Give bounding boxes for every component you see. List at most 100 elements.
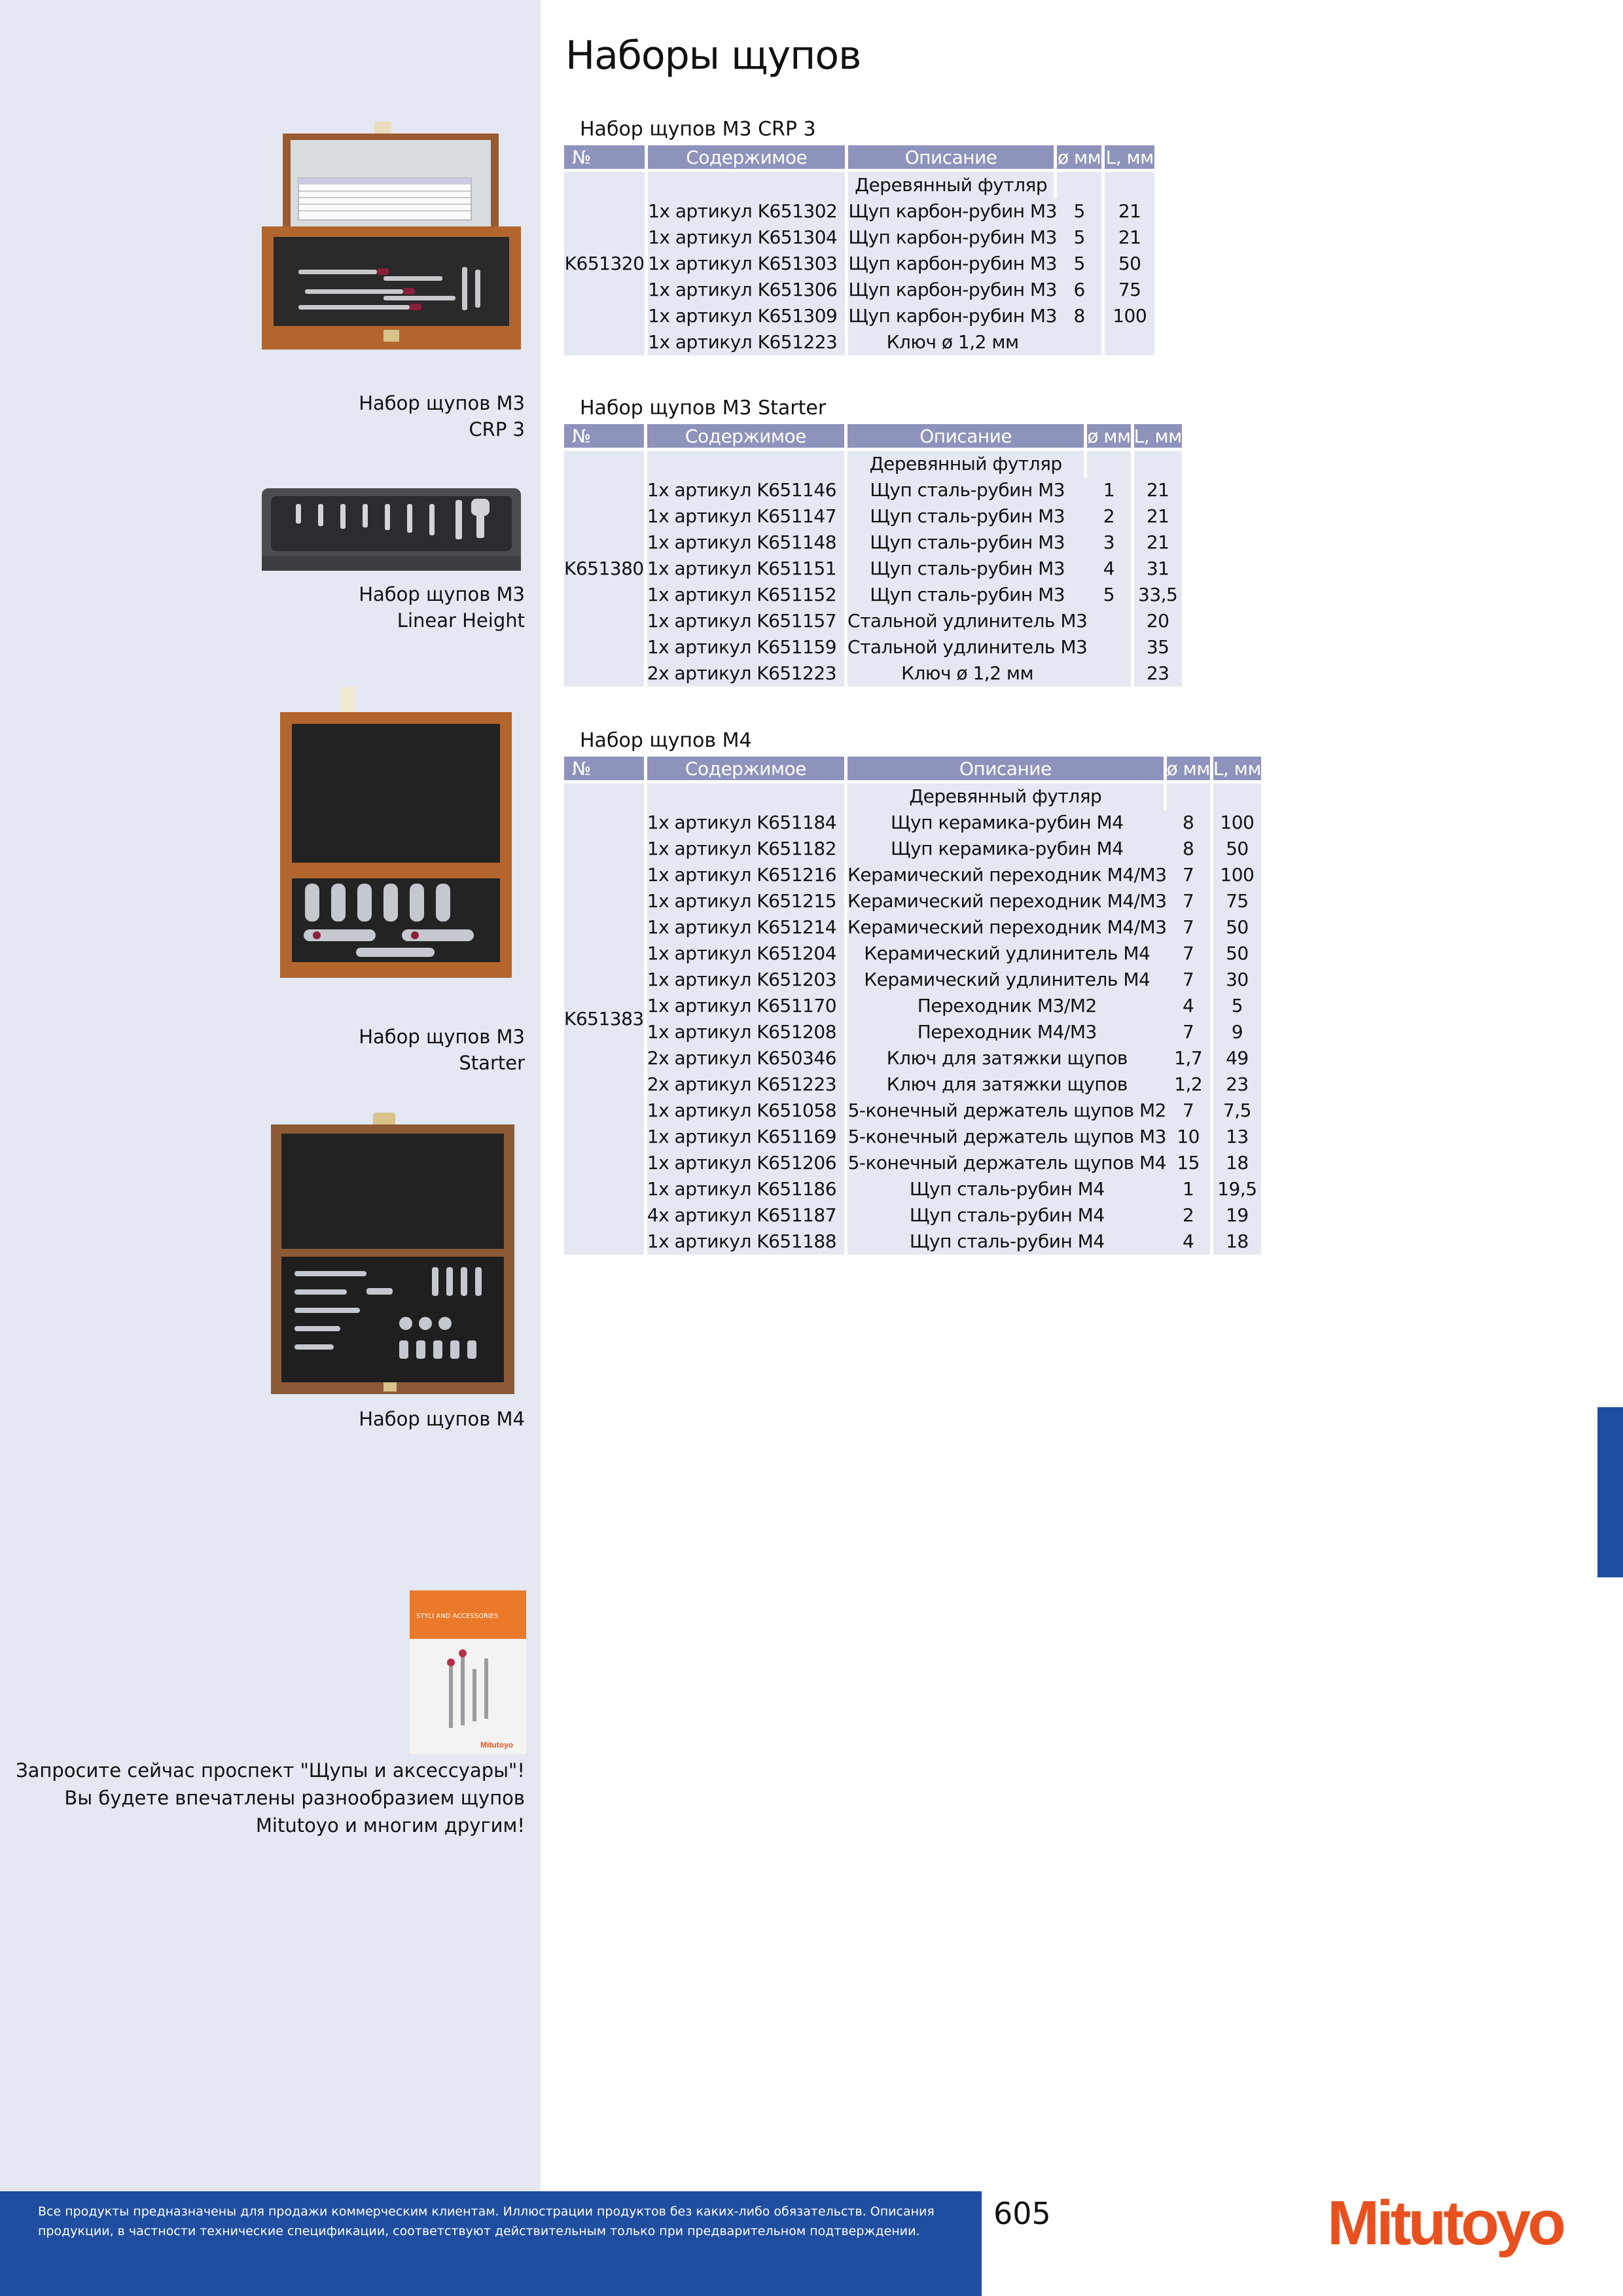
length-value: 13 <box>1226 1126 1249 1147</box>
length-value: 7,5 <box>1222 1100 1252 1121</box>
diameter-value: 1,7 <box>1174 1047 1203 1069</box>
set-code: K651383 <box>564 780 647 1255</box>
length-value <box>1134 451 1182 477</box>
diameter-value: 1,2 <box>1174 1073 1203 1095</box>
footer-disclaimer: Все продукты предназначены для продажи к… <box>38 2202 967 2241</box>
caption-linear-line1: Набор щупов M3 <box>359 583 525 605</box>
header-content: Содержимое <box>647 424 848 448</box>
description-cell: Деревянный футляр <box>847 780 1167 810</box>
caption-starter: Набор щупов M3 Starter <box>359 1024 525 1076</box>
diameter-value: 4 <box>1103 558 1115 579</box>
length-value <box>1105 172 1154 198</box>
diameter-value <box>1057 172 1101 198</box>
description-cell: 5-конечный держатель щупов M4 <box>847 1150 1167 1176</box>
description-cell: Керамический переходник M4/M3 <box>847 888 1167 914</box>
description-cell: Ключ ø 1,2 мм <box>848 329 1057 355</box>
diameter-value: 7 <box>1183 864 1194 886</box>
diameter-value: 7 <box>1183 890 1194 912</box>
brochure-brand: Mitutoyo <box>480 1740 513 1749</box>
footer-bar <box>0 2191 982 2296</box>
content-cell: 1x артикул K651148 <box>647 529 848 556</box>
side-tab-marker <box>1597 1407 1623 1577</box>
length-value: 9 <box>1231 1021 1243 1043</box>
diameter-value: 5 <box>1073 226 1085 248</box>
length-value: 21 <box>1146 505 1169 527</box>
diameter-value <box>1087 608 1130 634</box>
description-cell: Стальной удлинитель M3 <box>847 608 1088 634</box>
caption-starter-line1: Набор щупов M3 <box>359 1026 525 1048</box>
header-no: № <box>564 424 647 448</box>
description-cell: Керамический переходник M4/M3 <box>847 914 1167 941</box>
diameter-value: 7 <box>1183 942 1194 964</box>
description-cell: Стальной удлинитель M3 <box>847 634 1088 660</box>
promo-line3: Mitutoyo и многим другим! <box>255 1814 525 1837</box>
set-code: K651320 <box>564 169 649 355</box>
content-cell: 1x артикул K651170 <box>647 993 848 1019</box>
table-crp3: № Содержимое Описание ø мм L, мм K651320… <box>564 145 1154 355</box>
content-cell: 1x артикул K651208 <box>647 1019 848 1045</box>
length-value: 18 <box>1226 1230 1249 1252</box>
content-cell: 1x артикул K651058 <box>647 1098 848 1124</box>
description-cell: Переходник M3/M2 <box>847 993 1167 1019</box>
length-value: 31 <box>1146 558 1169 579</box>
length-value: 50 <box>1226 838 1249 859</box>
length-value: 100 <box>1220 812 1255 833</box>
length-value <box>1105 329 1154 355</box>
description-cell: Деревянный футляр <box>848 169 1057 198</box>
description-cell: Щуп карбон-рубин M3 <box>848 198 1057 224</box>
diameter-value: 8 <box>1183 812 1194 833</box>
caption-crp3: Набор щупов M3 CRP 3 <box>359 390 525 442</box>
diameter-value: 2 <box>1183 1204 1194 1226</box>
content-cell: 1x артикул K651223 <box>648 329 849 355</box>
description-cell: Щуп карбон-рубин M3 <box>848 251 1057 277</box>
promo-text: Запросите сейчас проспект "Щупы и аксесс… <box>16 1757 525 1839</box>
diameter-value: 5 <box>1073 253 1085 274</box>
content-cell: 1x артикул K651188 <box>647 1229 848 1255</box>
diameter-value: 3 <box>1103 531 1115 553</box>
set-code: K651380 <box>564 448 647 687</box>
length-value: 21 <box>1146 531 1169 553</box>
content-cell: 1x артикул K651169 <box>647 1124 848 1150</box>
description-cell: Щуп сталь-рубин M3 <box>847 503 1088 529</box>
content-cell: 1x артикул K651304 <box>648 224 849 251</box>
description-cell: Керамический переходник M4/M3 <box>847 862 1167 888</box>
content-cell: 2x артикул K650346 <box>647 1045 848 1071</box>
content-cell: 4x артикул K651187 <box>647 1202 848 1229</box>
description-cell: Щуп карбон-рубин M3 <box>848 303 1057 329</box>
description-cell: Щуп сталь-рубин M3 <box>847 529 1088 556</box>
header-diameter: ø мм <box>1087 424 1134 448</box>
diameter-value: 5 <box>1073 200 1085 222</box>
description-cell: Щуп сталь-рубин M4 <box>847 1229 1167 1255</box>
mitutoyo-logo: Mitutoyo <box>1327 2188 1566 2258</box>
diameter-value: 5 <box>1103 584 1115 605</box>
header-no: № <box>564 757 647 780</box>
length-value: 50 <box>1226 916 1249 938</box>
section-title-crp3: Набор щупов M3 CRP 3 <box>580 118 816 141</box>
content-cell: 1x артикул K651151 <box>647 556 848 582</box>
diameter-value: 4 <box>1183 995 1194 1016</box>
content-cell: 1x артикул K651152 <box>647 582 848 608</box>
starter-case-photo <box>280 687 512 978</box>
description-cell: Щуп сталь-рубин M3 <box>847 582 1088 608</box>
caption-linear-line2: Linear Height <box>397 609 525 632</box>
diameter-value: 10 <box>1177 1126 1200 1147</box>
content-cell: 1x артикул K651215 <box>647 888 848 914</box>
header-length: L, мм <box>1133 424 1182 448</box>
